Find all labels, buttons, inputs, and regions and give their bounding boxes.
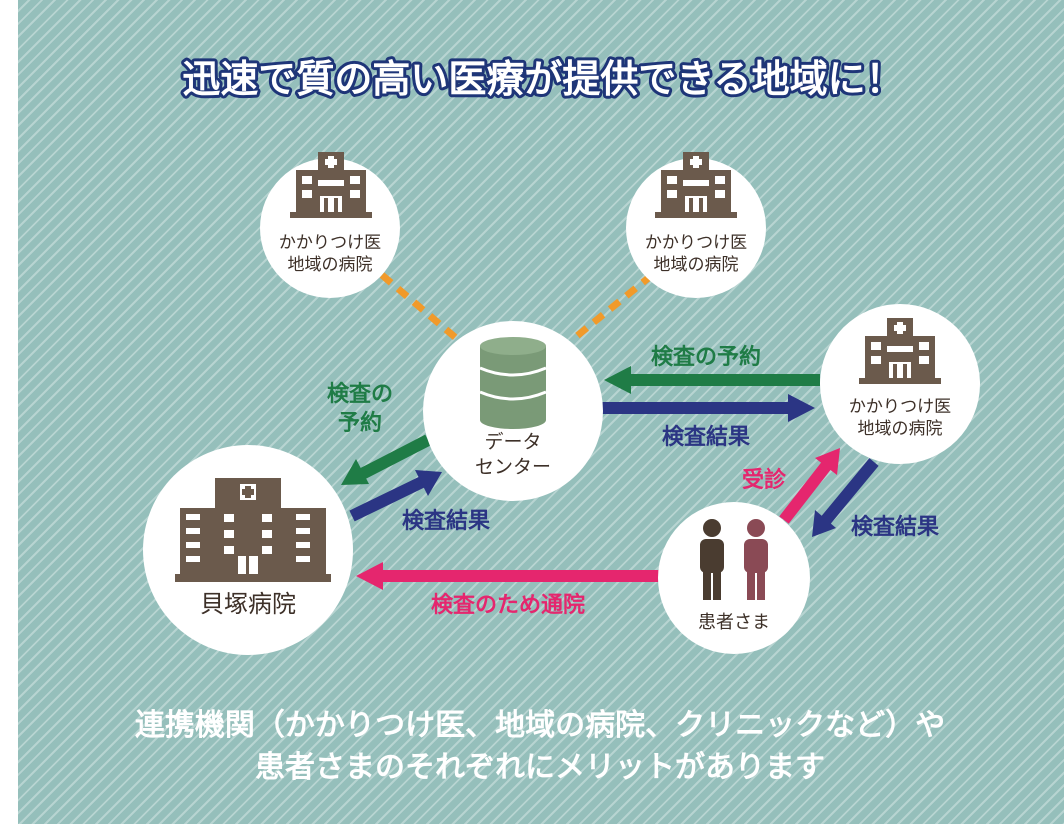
data-center-line1: データ [484, 431, 541, 453]
label-visit-hospital: 検査のため通院 [431, 592, 585, 618]
patient-female-icon [744, 519, 768, 600]
arrow-visit-hospital [356, 562, 662, 590]
clinic-top-left-node: かかりつけ医 地域の病院 [260, 152, 400, 298]
page-title: 迅速で質の高い医療が提供できる地域に！ [182, 57, 903, 101]
clinic-building-icon [655, 152, 737, 218]
data-center-line2: センター [475, 456, 551, 478]
kaizuka-hospital-label: 貝塚病院 [200, 590, 296, 618]
arrow-reserve-right [604, 366, 820, 394]
clinic-right-node: かかりつけ医 地域の病院 [820, 304, 980, 464]
kaizuka-hospital-node: 貝塚病院 [143, 445, 353, 655]
arrow-result-right [602, 394, 815, 422]
label-result-right: 検査結果 [662, 424, 750, 450]
label-reserve-left-line1: 検査の [327, 382, 393, 407]
data-center-node: データ センター [423, 321, 603, 501]
arrows [341, 366, 879, 590]
dashed-connectors [379, 272, 655, 343]
hospital-building-icon [175, 478, 331, 582]
clinic-building-icon [859, 318, 941, 384]
bottom-text-line2: 患者さまのそれぞれにメリットがあります [255, 750, 825, 785]
arrow-result-patient [812, 458, 879, 537]
clinic-top-right-line2: 地域の病院 [654, 255, 739, 275]
patients-node: 患者さま [658, 502, 810, 654]
arrow-reserve-left [341, 434, 431, 485]
label-result-patient: 検査結果 [851, 514, 939, 540]
clinic-right-line1: かかりつけ医 [849, 397, 951, 417]
label-result-left: 検査結果 [402, 508, 490, 534]
label-reserve-left-line2: 予約 [338, 410, 382, 436]
arrow-result-left [349, 470, 442, 522]
clinic-right-line2: 地域の病院 [858, 419, 943, 439]
bottom-text-line1: 連携機関（かかりつけ医、地域の病院、クリニックなど）や [135, 708, 945, 743]
patients-label: 患者さま [698, 612, 770, 633]
dashed-line-right [569, 272, 655, 343]
clinic-building-icon [290, 152, 372, 218]
patient-male-icon [700, 519, 724, 600]
clinic-top-left-line1: かかりつけ医 [279, 233, 381, 253]
label-reserve-right: 検査の予約 [651, 344, 761, 370]
arrow-consult [779, 448, 840, 524]
clinic-top-left-line2: 地域の病院 [288, 255, 373, 275]
dashed-line-left [379, 272, 459, 341]
clinic-top-right-node: かかりつけ医 地域の病院 [626, 152, 766, 298]
label-consult: 受診 [742, 467, 787, 493]
database-icon [479, 337, 547, 429]
clinic-top-right-line1: かかりつけ医 [645, 233, 747, 253]
